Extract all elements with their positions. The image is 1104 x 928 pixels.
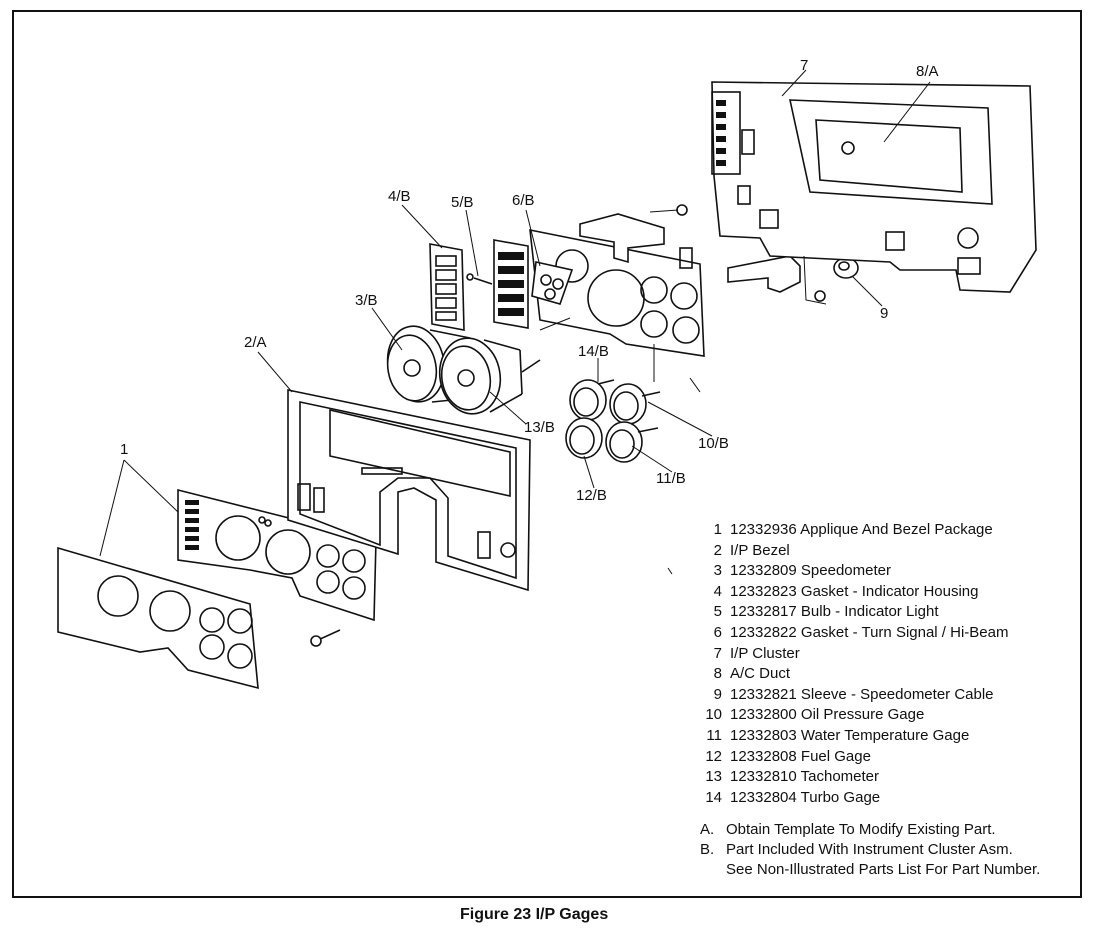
indicator-housing: [493, 239, 529, 329]
turbo-gage: [569, 379, 615, 421]
callout-6b: 6/B: [512, 192, 535, 209]
bezel-plate: [177, 488, 377, 622]
legend-item: 10 12332800 Oil Pressure Gage: [700, 705, 1080, 726]
ip-cluster: [711, 81, 1037, 293]
note-b-letter: B.: [700, 841, 715, 858]
mounting-bracket-upper: [579, 204, 688, 264]
legend-item: 5 12332817 Bulb - Indicator Light: [700, 602, 1080, 623]
legend-item: 1 12332936 Applique And Bezel Package: [700, 520, 1080, 541]
screw: [310, 629, 341, 647]
callout-11b: 11/B: [656, 470, 686, 487]
legend-text: 12332936 Applique And Bezel Package: [730, 521, 993, 538]
legend-text: I/P Bezel: [730, 541, 790, 559]
note-b-text-1: Part Included With Instrument Cluster As…: [726, 841, 1013, 858]
note-b-text-2: See Non-Illustrated Parts List For Part …: [726, 861, 1041, 878]
legend-item: 13 12332810 Tachometer: [700, 767, 1080, 788]
legend-text: 12332803 Water Temperature Gage: [730, 726, 970, 744]
legend-text: I/P Cluster: [730, 644, 800, 662]
callout-3b: 3/B: [355, 292, 378, 309]
legend-number: 10: [705, 706, 722, 724]
applique-plate: [57, 546, 259, 690]
ip-bezel: [287, 389, 531, 592]
legend-number: 7: [713, 644, 722, 662]
note-b: B. Part Included With Instrument Cluster…: [700, 840, 1080, 860]
legend-number: 3: [713, 562, 722, 580]
water-temperature-gage: [605, 421, 659, 463]
legend-number: 2: [713, 541, 722, 559]
callout-1: 1: [120, 441, 128, 458]
legend-number: 12: [705, 747, 722, 765]
legend-number: 4: [713, 582, 722, 600]
legend-text: A/C Duct: [730, 665, 791, 683]
callout-8a: 8/A: [916, 63, 939, 80]
legend-text: 12332821 Sleeve - Speedometer Cable: [730, 685, 994, 703]
note-a-letter: A.: [700, 821, 715, 838]
mounting-bracket-lower: [727, 255, 826, 302]
legend-text: 12332810 Tachometer: [730, 768, 880, 786]
callout-12b: 12/B: [576, 487, 607, 504]
legend-text: 12332822 Gasket - Turn Signal / Hi-Beam: [730, 623, 1009, 641]
speedometer: [386, 325, 473, 403]
legend-item: 8 A/C Duct: [700, 664, 1080, 685]
legend-number: 8: [713, 665, 722, 683]
tachometer: [438, 337, 541, 415]
legend-item: 6 12332822 Gasket - Turn Signal / Hi-Beam: [700, 623, 1080, 644]
turn-signal-gasket: [531, 261, 574, 305]
legend-item: 4 12332823 Gasket - Indicator Housing: [700, 582, 1080, 603]
callout-14b: 14/B: [578, 343, 609, 360]
callout-9: 9: [880, 305, 888, 322]
callout-13b: 13/B: [524, 419, 555, 436]
note-a-text: Obtain Template To Modify Existing Part.: [726, 821, 996, 838]
legend-number: 9: [713, 685, 722, 703]
indicator-gasket: [429, 243, 465, 331]
legend-item: 11 12332803 Water Temperature Gage: [700, 726, 1080, 747]
legend-number: 13: [705, 768, 722, 786]
legend-number: 1: [713, 521, 722, 538]
legend-number: 5: [713, 603, 722, 621]
callout-10b: 10/B: [698, 435, 729, 452]
legend-item: 3 12332809 Speedometer: [700, 561, 1080, 582]
legend-number: 14: [705, 788, 722, 806]
indicator-bulb: [466, 273, 493, 285]
legend-text: 12332817 Bulb - Indicator Light: [730, 603, 939, 621]
legend-text: 12332804 Turbo Gage: [730, 788, 881, 806]
legend-text: 12332809 Speedometer: [730, 562, 891, 580]
legend-item: 2 I/P Bezel: [700, 541, 1080, 562]
legend-text: 12332808 Fuel Gage: [730, 747, 871, 765]
legend-item: 14 12332804 Turbo Gage: [700, 788, 1080, 809]
legend-text: 12332800 Oil Pressure Gage: [730, 706, 925, 724]
gauge-housing-plate: [529, 229, 705, 357]
legend-item: 7 I/P Cluster: [700, 644, 1080, 665]
callout-2a: 2/A: [244, 334, 267, 351]
note-a: A. Obtain Template To Modify Existing Pa…: [700, 820, 1080, 840]
figure-frame: [12, 10, 1082, 898]
callout-5b: 5/B: [451, 194, 474, 211]
notes: A. Obtain Template To Modify Existing Pa…: [700, 820, 1080, 880]
legend-number: 6: [713, 623, 722, 641]
callout-7: 7: [800, 57, 808, 74]
leader-lines: [99, 69, 931, 575]
callout-4b: 4/B: [388, 188, 411, 205]
legend-number: 11: [706, 726, 722, 744]
fuel-gage: [565, 417, 603, 459]
legend-item: 12 12332808 Fuel Gage: [700, 747, 1080, 768]
legend-text: 12332823 Gasket - Indicator Housing: [730, 582, 979, 600]
legend-item: 9 12332821 Sleeve - Speedometer Cable: [700, 685, 1080, 706]
figure-caption: Figure 23 I/P Gages: [460, 906, 609, 923]
